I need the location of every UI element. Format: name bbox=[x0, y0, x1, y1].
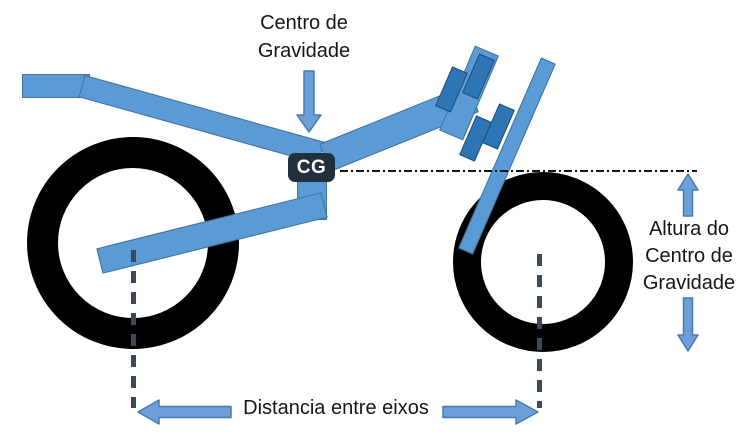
up-arrow-icon bbox=[677, 173, 699, 217]
center-of-gravity-label: Centro de Gravidade bbox=[229, 9, 379, 65]
rear-axle-dashed-line bbox=[131, 250, 136, 408]
cg-badge-label: CG bbox=[296, 156, 327, 178]
cg-height-label-line3: Gravidade bbox=[642, 272, 736, 294]
down-arrow-icon bbox=[296, 70, 322, 133]
cg-height-dashdot-line bbox=[340, 170, 697, 172]
cg-height-label-line2: Centro de bbox=[645, 245, 733, 267]
wheelbase-label: Distancia entre eixos bbox=[234, 395, 438, 422]
center-of-gravity-label-line1: Centro de bbox=[260, 12, 348, 34]
cg-height-label-line1: Altura do bbox=[648, 218, 730, 240]
center-of-gravity-label-line2: Gravidade bbox=[257, 40, 351, 62]
wheelbase-label-text: Distancia entre eixos bbox=[243, 397, 429, 419]
front-axle-dashed-line bbox=[537, 254, 542, 408]
cg-badge: CG bbox=[288, 153, 335, 182]
down-arrow-icon bbox=[677, 297, 699, 352]
right-arrow-icon bbox=[442, 399, 539, 425]
left-arrow-icon bbox=[137, 399, 232, 425]
cg-height-label: Altura do Centro de Gravidade bbox=[629, 216, 744, 297]
